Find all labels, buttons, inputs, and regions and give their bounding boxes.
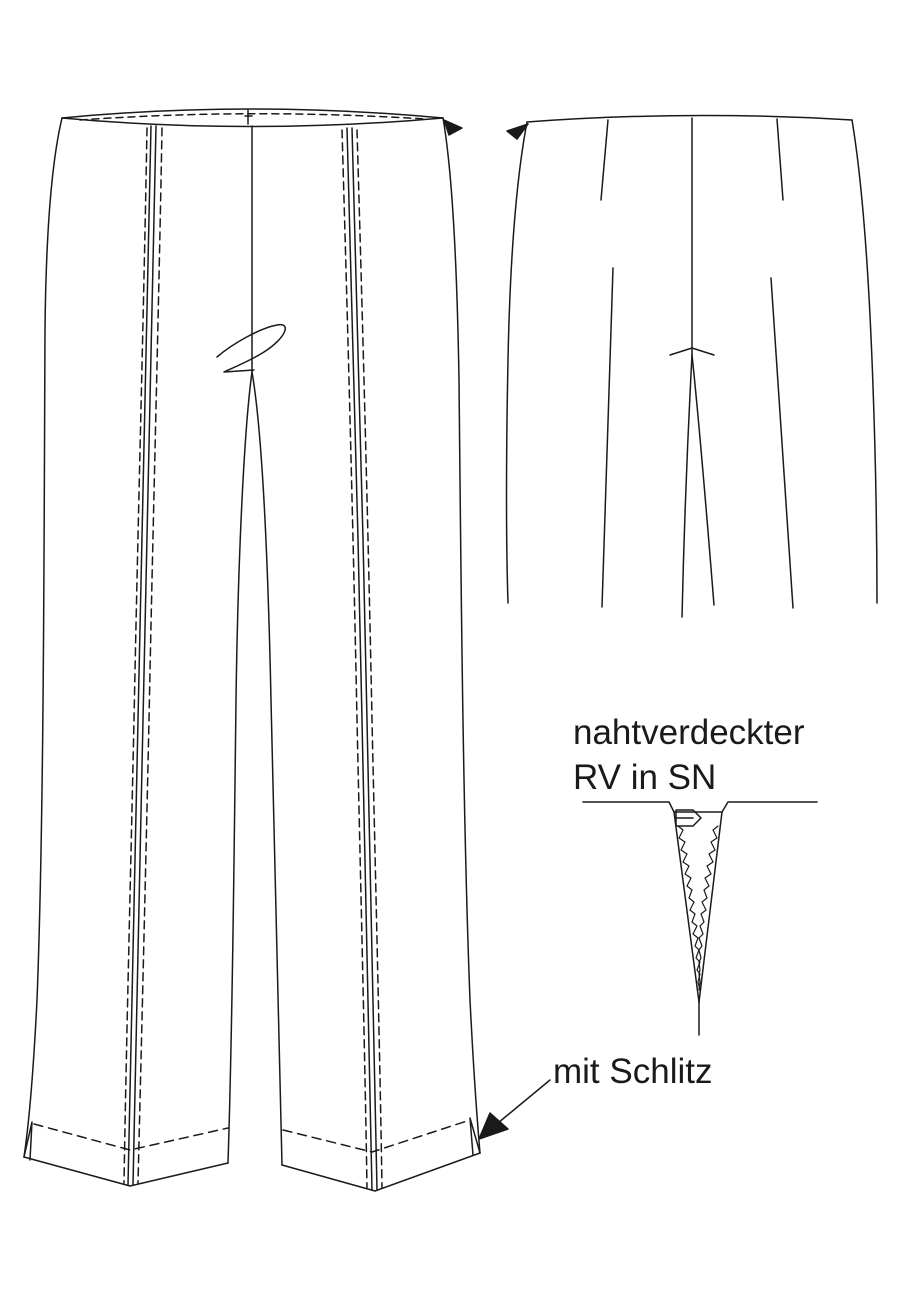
zipper-teeth-left (677, 825, 701, 991)
front-right-hem-stitching (282, 1119, 471, 1153)
front-right-slit (469, 1117, 481, 1156)
front-right-crease-line-2 (351, 127, 378, 1191)
zipper-seam-top-line (582, 801, 818, 813)
back-right-inseam (691, 354, 715, 606)
front-waistband-top (61, 108, 444, 119)
back-left-side-seam (505, 121, 528, 604)
zipper-pull-icon (675, 809, 702, 827)
front-left-inseam (227, 371, 253, 1164)
back-side-notch-marker (506, 123, 529, 140)
back-left-dart (600, 119, 609, 201)
back-right-crease-line (770, 277, 794, 609)
front-side-notch-marker (443, 119, 463, 136)
slit-callout-arrowhead (478, 1112, 509, 1140)
front-waistband-stitching (79, 112, 426, 121)
front-left-crease-line-1 (127, 125, 152, 1186)
slit-callout (478, 1079, 551, 1140)
front-right-crease-line-1 (346, 127, 373, 1191)
slit-label: mit Schlitz (553, 1052, 713, 1091)
back-right-side-seam (851, 119, 878, 604)
zipper-tape-left (673, 811, 700, 1003)
zipper-teeth-right (698, 825, 719, 991)
front-right-side-seam (442, 117, 481, 1154)
front-right-inseam (251, 371, 283, 1166)
front-left-hem-outline (23, 1156, 229, 1187)
back-waistband (526, 114, 853, 123)
front-view (23, 108, 481, 1192)
zipper-label-line-1: nahtverdeckter (573, 713, 805, 752)
front-left-hem-stitching (33, 1123, 229, 1151)
invisible-zipper-detail (582, 801, 818, 1036)
fly-detail (216, 323, 287, 373)
slit-callout-leader (497, 1079, 551, 1124)
front-left-slit (23, 1121, 33, 1161)
back-right-dart (776, 118, 784, 201)
back-left-crease-line (601, 267, 614, 608)
front-right-crease-stitching-inner (356, 129, 383, 1189)
front-waistband-bottom (61, 117, 444, 128)
back-center-seam-fork-mark (669, 347, 715, 356)
back-view (505, 114, 878, 618)
front-left-side-seam (23, 117, 63, 1158)
back-left-inseam (681, 354, 693, 618)
front-right-hem-outline (281, 1152, 481, 1192)
zipper-tape-right (698, 811, 723, 1003)
front-left-crease-stitching-inner (137, 127, 163, 1184)
front-left-crease-stitching-outer (123, 127, 148, 1184)
front-left-crease-line-2 (132, 125, 157, 1186)
front-right-crease-stitching-outer (341, 129, 368, 1189)
zipper-label-line-2: RV in SN (573, 758, 717, 797)
